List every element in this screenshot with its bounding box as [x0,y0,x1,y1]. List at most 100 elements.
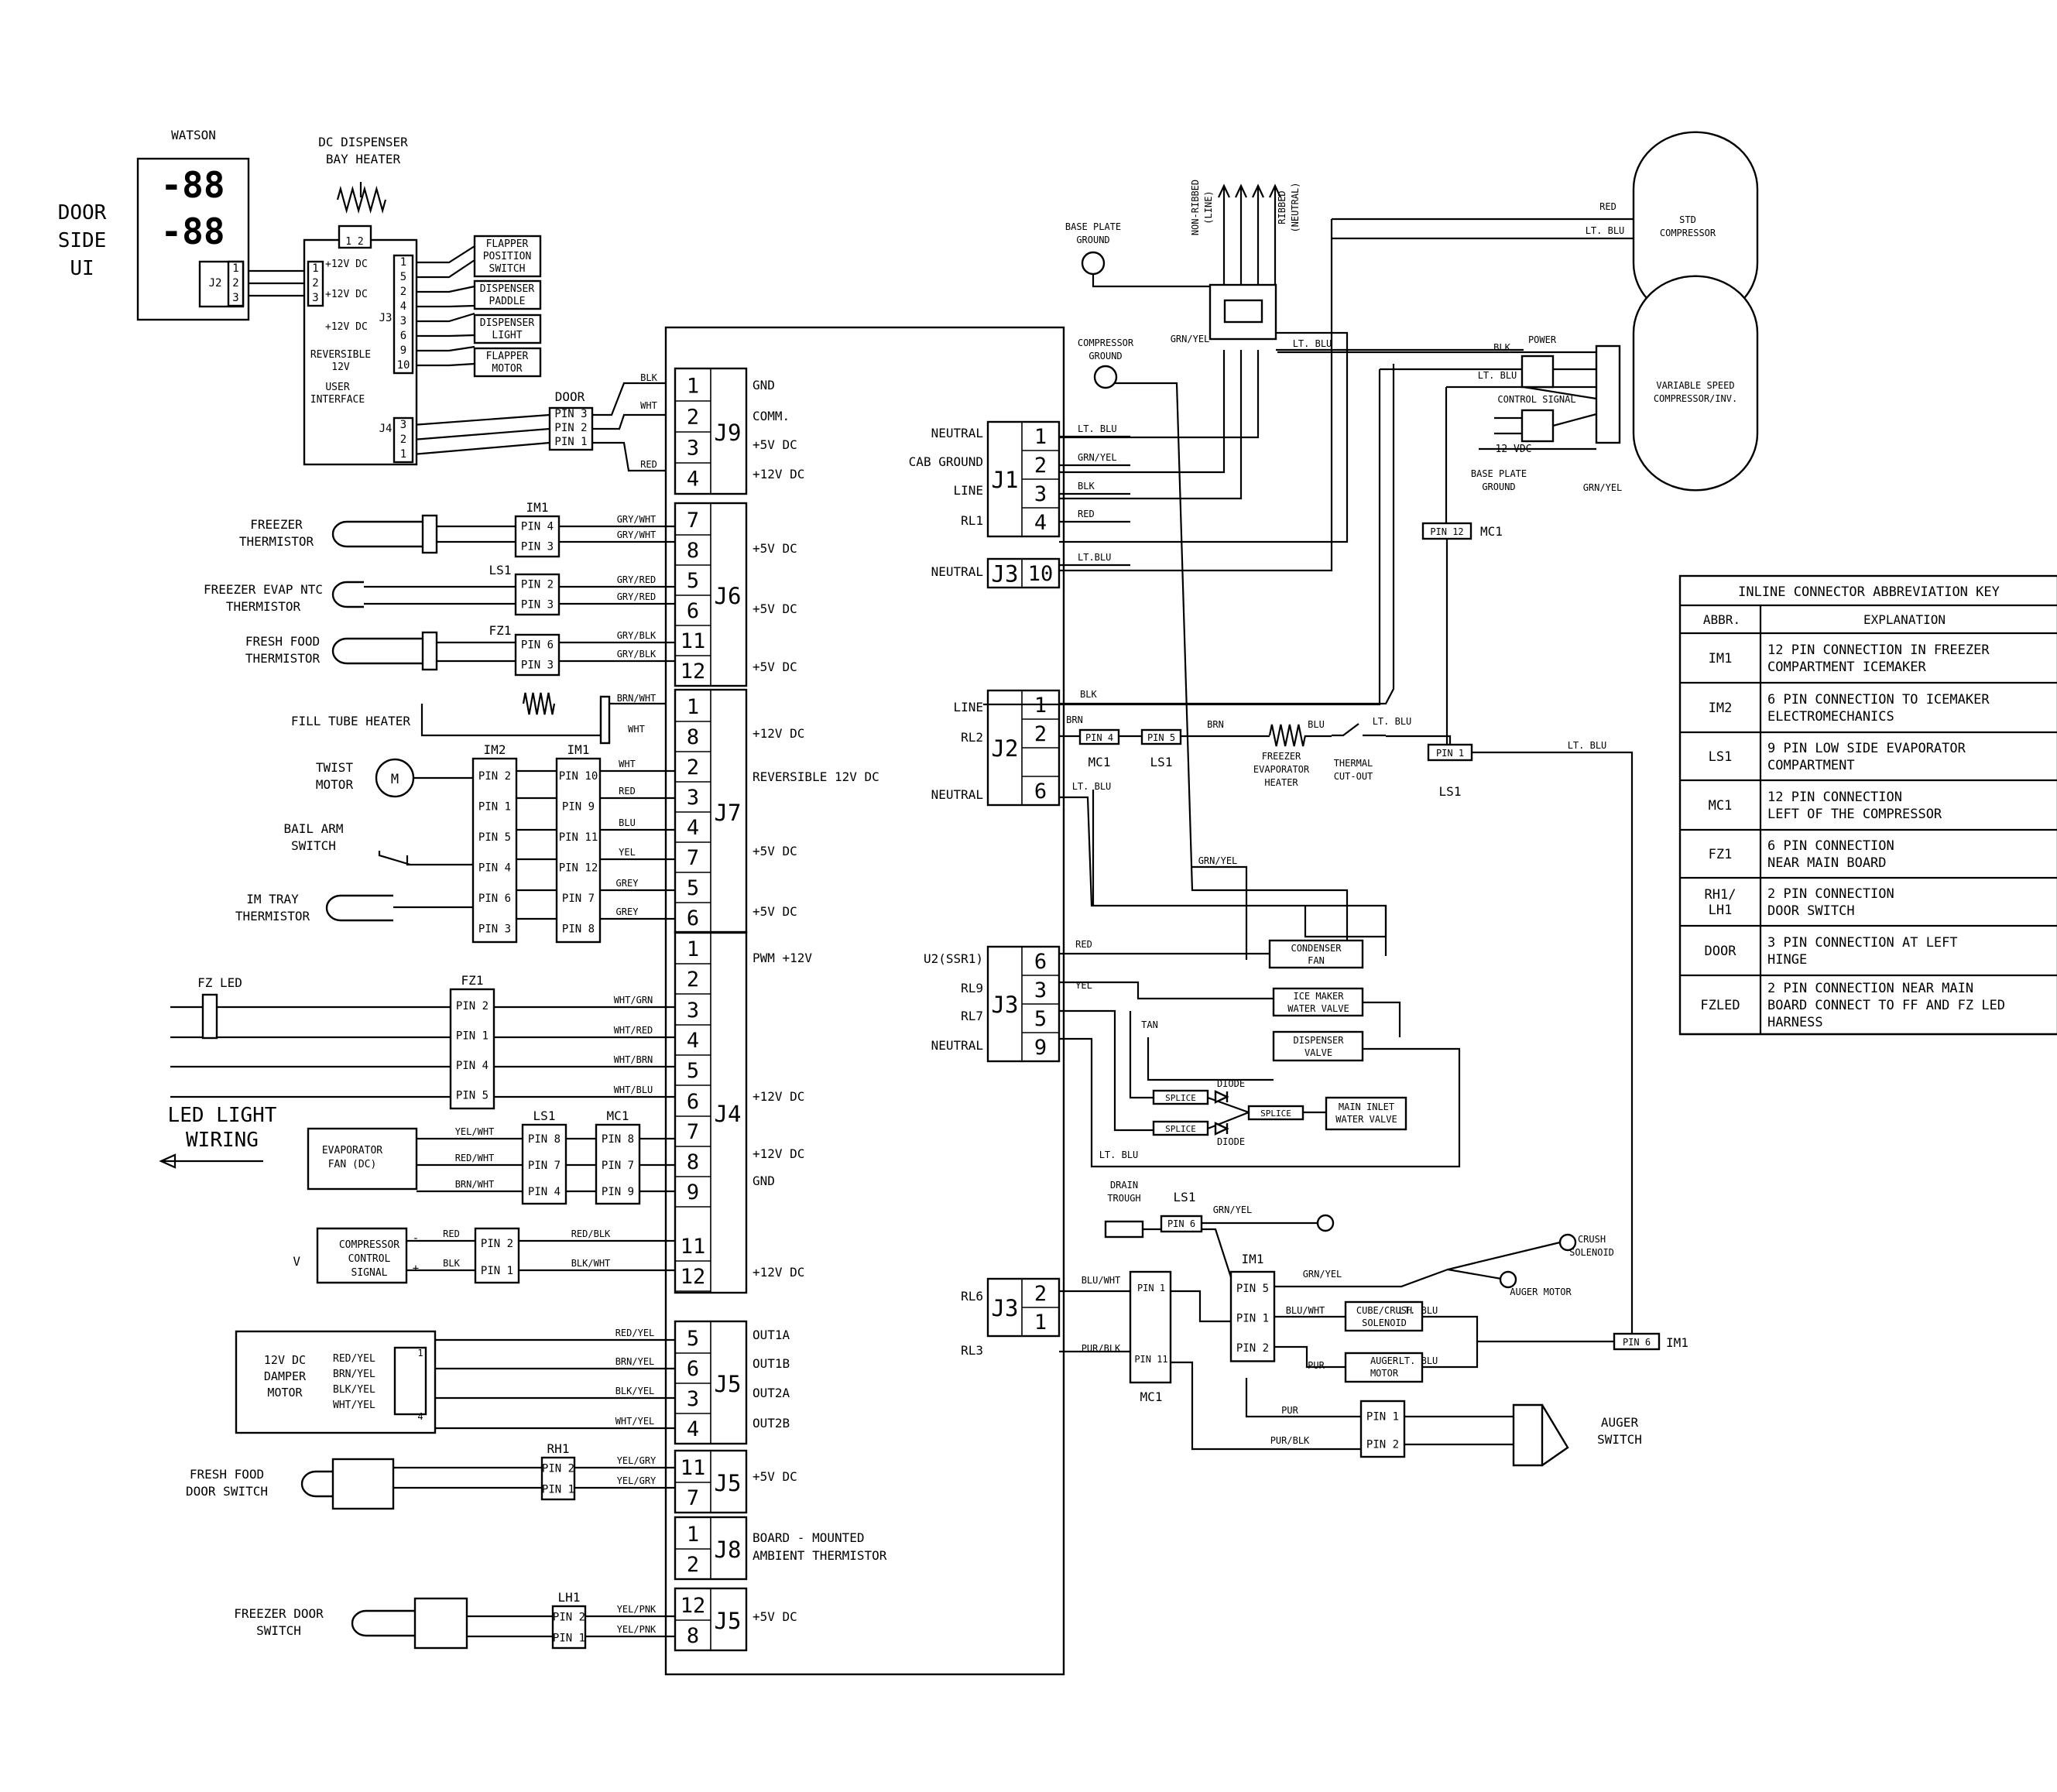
wire [412,427,550,441]
board-pin-label: 1 [1034,425,1047,449]
inline-im1_b-pin-label: PIN 12 [559,862,598,874]
board-right-j3-group [986,1277,1061,1338]
board-pin-label: 1 [1034,694,1047,718]
damper-motor-label: 12V DC [264,1353,306,1367]
wire-label: LT. BLU [1373,716,1412,727]
ui-load-label: FLAPPER [486,238,529,250]
im-tray-thermistor-icon [325,894,393,922]
mc1-pin12-connector [1421,522,1472,540]
wire-label: WHT [640,400,657,411]
fz-door-switch-box [413,1597,468,1650]
evap-heater-label: HEATER [1264,777,1298,788]
inline-fz1_b-pin-label: PIN 4 [456,1060,489,1072]
wire-label: PUR [1308,1360,1325,1371]
power-terminal-inner [1223,299,1263,324]
ui-board-text: +12V DC [325,289,368,300]
wire-ui-load [413,285,475,293]
wire [1115,382,1349,960]
ui-load-label: DISPENSER [480,283,535,295]
wire [1059,350,1243,500]
board-connector-label: J8 [715,1537,742,1563]
board-right-j3-group [986,557,1061,589]
board-pin-label: 6 [687,599,699,623]
wire-label: BLK [1080,689,1097,700]
auger-motor-ground-icon [1499,1270,1517,1289]
fz-door-switch-label: FREEZER DOOR [234,1606,324,1621]
wire-label: GRN/YEL [1171,334,1210,344]
ui-j3-pin-label: 3 [400,315,406,327]
wire-label: WHT/YEL [615,1416,655,1427]
ui-j2-pin-label: 2 [232,277,238,290]
board-pin-label: 8 [687,725,699,749]
wire-label: BLU/WHT [1082,1275,1121,1286]
inline-im2-pin-label: PIN 4 [478,862,511,874]
wire-label: GRY/WHT [617,529,657,540]
board-pin-label: 4 [687,1417,699,1441]
board-note: NEUTRAL [931,564,983,579]
board-pin-label: 2 [687,406,699,430]
ls1-pin6-connector [1160,1215,1203,1233]
wire-ui-load [413,362,475,367]
ui-j2-pin-label: 1 [232,262,238,275]
ls1-label: LS1 [1150,755,1173,769]
line-label: (NEUTRAL) [1290,182,1301,232]
fz-led-plug [201,993,218,1040]
ui-board-text: 12V [331,361,350,373]
splice-label: SPLICE [1260,1108,1291,1119]
board-pin-label: 11 [681,1456,706,1480]
board-note: +5V DC [753,437,797,452]
cube-crush-label: CUBE/CRUSH [1356,1305,1412,1316]
vdc-label: 12 VDC [1496,444,1532,455]
ui-j4-label: J4 [379,423,393,435]
inline-fz1_b-connector [449,988,495,1110]
abbr-explanation: 12 PIN CONNECTION [1767,790,1902,805]
damper-pin: 4 [417,1411,423,1422]
board-pin-label: 11 [681,1235,706,1259]
crush-solenoid-icon [1558,1233,1577,1252]
im1-bottom-pin-label: PIN 2 [1236,1342,1269,1355]
ui-load-label: LIGHT [492,330,522,341]
power-line-arrow-icon [1235,183,1247,285]
abbr-explanation: LEFT OF THE COMPRESSOR [1767,807,1942,822]
ui-board-text: INTERFACE [310,394,365,406]
comp-ctrl-label: SIGNAL [351,1267,388,1279]
diode-label: DIODE [1217,1078,1245,1089]
board-connector-label: J2 [992,735,1019,762]
led-arrow-icon [159,1153,263,1169]
wire-label: WHT [628,724,645,735]
board-pin-label: 8 [687,1150,699,1174]
abbr-header: ABBR. [1703,612,1740,627]
inline-lh1-connector [551,1605,587,1650]
abbr-code: FZ1 [1709,847,1733,862]
board-connector-label: J9 [715,420,742,446]
ff-door-switch-label: DOOR SWITCH [186,1484,268,1499]
power-line-arrow-icon [1269,183,1281,285]
ui-j2-label: J2 [209,277,222,290]
inline-fz1_a-pin-label: PIN 6 [521,639,554,652]
inline-im2-pin-label: PIN 2 [478,770,511,783]
ui-board-text: +12V DC [325,259,368,270]
inline-im1_b-pin-label: PIN 9 [562,800,595,813]
wire-label: BLU [1308,719,1325,730]
wire [1129,1011,1154,1099]
ui-load-1 [473,279,542,310]
im-tray-label: THERMISTOR [235,909,310,923]
board-note: +12V DC [753,1089,804,1104]
wire-label: LT. BLU [1078,423,1117,434]
board-pin-label: 5 [687,1327,699,1351]
wire [1171,1290,1231,1323]
wire-label: RED/YEL [615,1328,655,1338]
abbr-code: FZLED [1700,998,1740,1013]
led-light-wiring-label: LED LIGHT [168,1104,277,1127]
inline-im2-connector [471,757,518,944]
inline-im2-pin-label: PIN 6 [478,893,511,905]
display-digits-bottom: -88 [160,211,225,252]
fz-led-label: FZ LED [197,975,242,990]
ground-lug-icon [1081,251,1106,276]
wire [1059,364,1395,705]
motor-symbol: M [391,772,399,787]
wire [1304,906,1387,938]
wire-label: BRN/WHT [617,693,657,704]
ff-door-switch-label: FRESH FOOD [190,1467,264,1482]
board-connector-label: J4 [715,1101,742,1127]
